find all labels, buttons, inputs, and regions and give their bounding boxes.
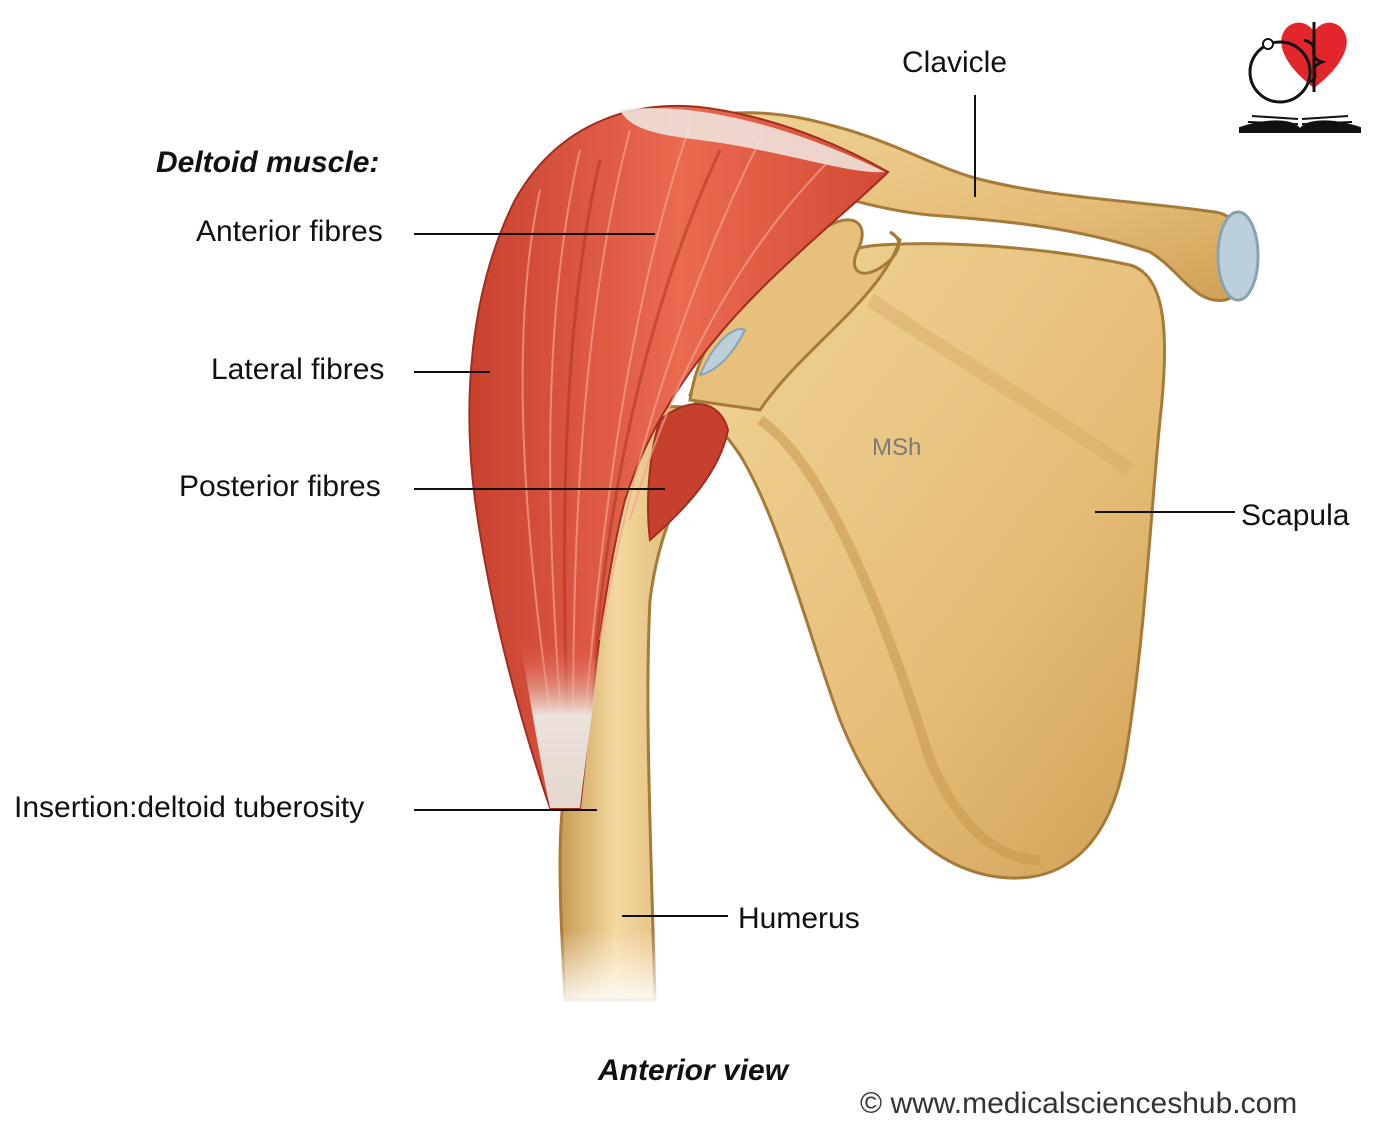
leader-lines	[414, 95, 1235, 917]
deltoid-insertion-tendon	[520, 640, 600, 808]
humeral-head-cartilage	[698, 328, 747, 377]
label-anterior-fibres: Anterior fibres	[196, 215, 383, 248]
site-logo	[1239, 22, 1361, 133]
scapula-shading	[757, 415, 1041, 865]
watermark: MSh	[872, 434, 922, 461]
posterior-fibres-muscle	[647, 403, 730, 542]
view-caption: Anterior view	[598, 1054, 789, 1087]
stethoscope-icon	[1248, 40, 1312, 104]
label-lateral-fibres: Lateral fibres	[211, 353, 385, 386]
open-book-icon	[1239, 115, 1361, 133]
label-insertion: Insertion:deltoid tuberosity	[14, 791, 365, 824]
scapula-bone	[688, 242, 1167, 880]
label-clavicle: Clavicle	[902, 46, 1008, 79]
sternal-articular-surface	[1216, 210, 1260, 302]
deltoid-heading: Deltoid muscle:	[156, 146, 380, 179]
deltoid-origin-tendon	[620, 108, 885, 173]
label-posterior-fibres: Posterior fibres	[179, 470, 381, 503]
label-scapula: Scapula	[1241, 499, 1350, 532]
label-humerus: Humerus	[738, 902, 860, 935]
copyright-notice: © www.medicalscienceshub.com	[860, 1087, 1298, 1120]
caduceus-icon	[1303, 22, 1327, 92]
humerus-fade	[540, 930, 680, 1010]
scapula-shading-2	[866, 294, 1135, 476]
